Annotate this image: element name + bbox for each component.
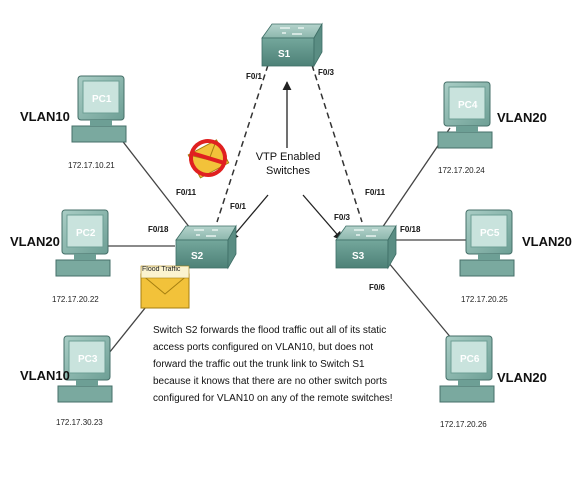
pc2-label: PC2 — [76, 228, 96, 239]
pc6-label: PC6 — [460, 354, 480, 365]
explanation-note: Switch S2 forwards the flood traffic out… — [153, 322, 433, 407]
trunk-links — [216, 64, 363, 223]
pc6-ip: 172.17.20.26 — [440, 420, 487, 429]
pc5-ip: 172.17.20.25 — [461, 295, 508, 304]
switch-s2-label: S2 — [191, 251, 204, 262]
pc1 — [71, 75, 127, 143]
pc5-vlan: VLAN20 — [522, 234, 572, 249]
note-line: because it knows that there are no other… — [153, 376, 388, 387]
s1-port-f03: F0/3 — [318, 68, 335, 77]
flood-envelope-icon — [140, 265, 190, 309]
s3-port-f018: F0/18 — [400, 225, 421, 234]
pc2 — [55, 209, 111, 277]
pc6-vlan: VLAN20 — [497, 370, 547, 385]
s2-port-f018: F0/18 — [148, 225, 169, 234]
pc3 — [57, 335, 113, 403]
s3-port-f011: F0/11 — [365, 188, 386, 197]
pc3-vlan: VLAN10 — [20, 368, 70, 383]
pc1-label: PC1 — [92, 94, 112, 105]
pc6 — [439, 335, 495, 403]
switch-s2 — [175, 224, 237, 270]
pc1-ip: 172.17.10.21 — [68, 161, 115, 170]
pc5 — [459, 209, 515, 277]
pc4-label: PC4 — [458, 100, 478, 111]
link-pc6-s3 — [387, 261, 458, 346]
note-line: access ports configured on VLAN10, but d… — [153, 342, 374, 353]
pc3-ip: 172.17.30.23 — [56, 418, 103, 427]
s3-port-f03: F0/3 — [334, 213, 351, 222]
s2-port-f011: F0/11 — [176, 188, 197, 197]
blocked-envelope-icon — [187, 139, 230, 179]
switch-s1 — [261, 22, 323, 68]
note-line: Switch S2 forwards the flood traffic out… — [153, 325, 387, 336]
pc4 — [437, 81, 493, 149]
switch-s3 — [335, 224, 397, 270]
s1-port-f01: F0/1 — [246, 72, 263, 81]
vtp-callout: VTP Enabled Switches — [248, 150, 328, 178]
vtp-callout-line2: Switches — [265, 165, 311, 177]
pc4-ip: 172.17.20.24 — [438, 166, 485, 175]
trunk-s1-s3 — [311, 64, 363, 223]
pc5-label: PC5 — [480, 228, 500, 239]
pc2-vlan: VLAN20 — [10, 234, 60, 249]
arrow-to-s3 — [302, 194, 343, 241]
pc1-vlan: VLAN10 — [20, 109, 70, 124]
note-line: forward the traffic out the trunk link t… — [153, 359, 365, 370]
pc3-label: PC3 — [78, 354, 98, 365]
s3-port-f06: F0/6 — [369, 283, 386, 292]
switch-s1-label: S1 — [278, 49, 291, 60]
pc4-vlan: VLAN20 — [497, 110, 547, 125]
switch-s3-label: S3 — [352, 251, 365, 262]
s2-port-f01: F0/1 — [230, 202, 247, 211]
pc2-ip: 172.17.20.22 — [52, 295, 99, 304]
vtp-callout-line1: VTP Enabled — [255, 151, 321, 163]
trunk-s1-s2 — [216, 64, 269, 223]
note-line: configured for VLAN10 on any of the remo… — [153, 393, 393, 404]
flood-traffic-label: Flood Traffic — [142, 266, 181, 273]
